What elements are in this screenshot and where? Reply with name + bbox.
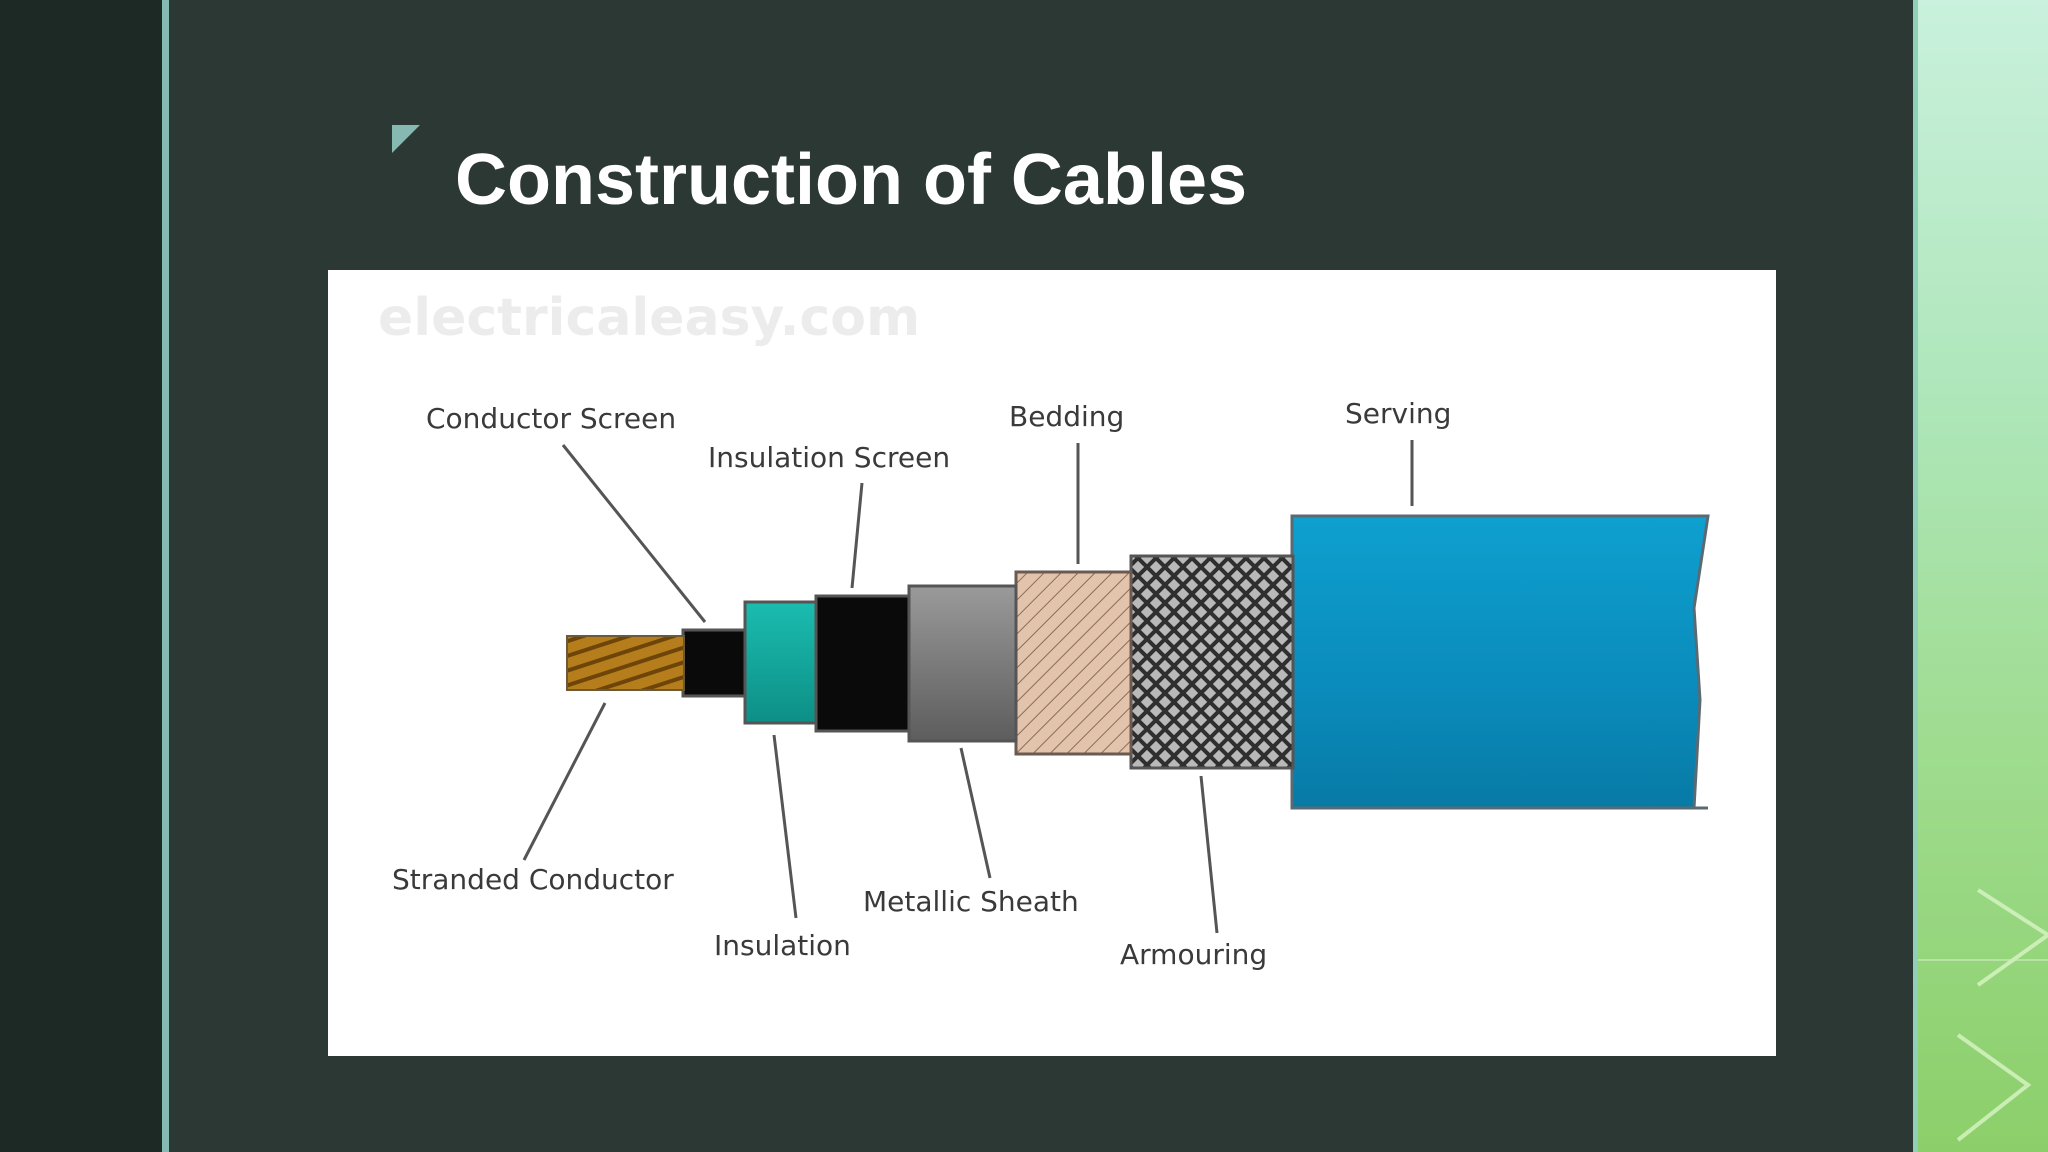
- label-serving: Serving: [1345, 397, 1451, 430]
- left-accent-rule: [162, 0, 169, 1152]
- corner-triangle-icon: [392, 125, 420, 153]
- insulation-screen-layer: [814, 594, 911, 733]
- armouring-layer: [1129, 554, 1295, 770]
- slide-title: Construction of Cables: [455, 140, 1248, 220]
- label-metallic-sheath: Metallic Sheath: [863, 885, 1079, 918]
- label-bedding: Bedding: [1009, 400, 1124, 433]
- decorative-chevron-graphic: [1918, 888, 2048, 1142]
- stranded-conductor-core: [566, 635, 685, 691]
- right-decorative-band: [1918, 0, 2048, 1152]
- insulation-layer: [743, 600, 818, 725]
- label-armouring: Armouring: [1120, 938, 1267, 971]
- label-insulation-screen: Insulation Screen: [708, 441, 950, 474]
- watermark-text: electricaleasy.com: [378, 288, 920, 348]
- label-stranded-conductor: Stranded Conductor: [392, 863, 674, 896]
- right-accent-rule: [1913, 0, 1918, 1152]
- metallic-sheath-layer: [907, 584, 1018, 743]
- cable-diagram: electricaleasy.com Conductor Screen Insu…: [328, 270, 1776, 1056]
- left-margin-band: [0, 0, 162, 1152]
- leader-lines: [522, 440, 1414, 934]
- label-conductor-screen: Conductor Screen: [426, 402, 676, 435]
- label-insulation: Insulation: [714, 929, 851, 962]
- conductor-screen-layer: [681, 628, 747, 698]
- bedding-layer: [1014, 570, 1133, 756]
- serving-layer: [1290, 514, 1710, 810]
